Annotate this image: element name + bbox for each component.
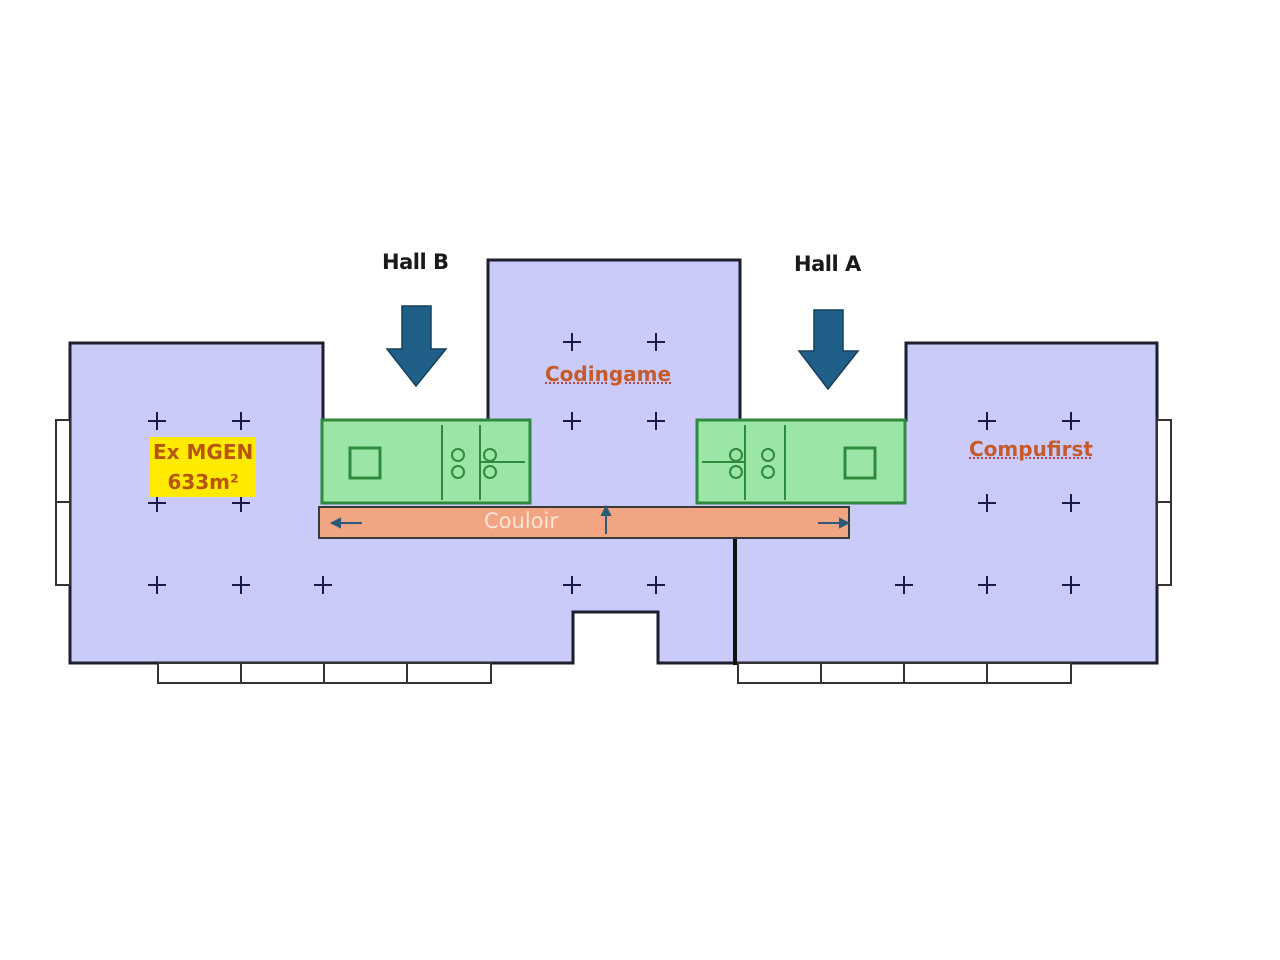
window-strips: [55, 419, 1172, 684]
tenant-label-codingame: Codingame: [545, 362, 672, 386]
corridor: [318, 504, 851, 539]
corridor-label: Couloir: [484, 509, 558, 533]
service-core-east: [695, 418, 907, 505]
ex-mgen-area: 633m²: [167, 470, 239, 494]
tenant-label-compufirst: Compufirst: [969, 437, 1093, 461]
hall-a-label: Hall A: [794, 252, 861, 276]
ex-mgen-name: Ex MGEN: [153, 440, 254, 464]
hall-b-label: Hall B: [382, 250, 449, 274]
structural-columns: [148, 333, 1080, 594]
service-core-west: [320, 418, 532, 505]
hall-b-arrow-icon: [385, 305, 448, 388]
ex-mgen-label: Ex MGEN 633m²: [150, 437, 257, 497]
hall-a-arrow-icon: [797, 309, 860, 391]
